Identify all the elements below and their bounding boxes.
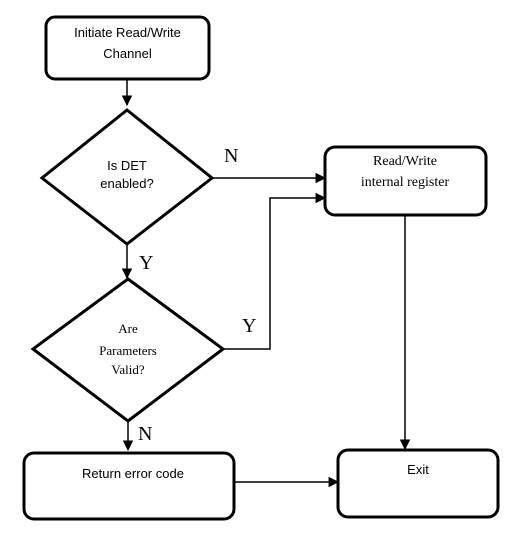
det-decision: Is DET enabled? bbox=[39, 108, 215, 246]
register-label-line2: internal register bbox=[361, 175, 450, 190]
det-diamond bbox=[39, 108, 215, 246]
edges bbox=[121, 79, 411, 488]
exit-label: Exit bbox=[407, 462, 429, 477]
initiate-node: Initiate Read/Write Channel bbox=[44, 15, 211, 81]
edge-label-params-no: N bbox=[138, 423, 152, 445]
params-label-line2: Parameters bbox=[99, 343, 157, 358]
edge-params-to-register bbox=[223, 192, 327, 350]
params-label-line1: Are bbox=[118, 321, 138, 336]
edge-label-params-yes: Y bbox=[242, 315, 256, 337]
edge-label-det-no: N bbox=[224, 145, 238, 167]
det-label-line2: enabled? bbox=[100, 176, 154, 191]
det-label-line1: Is DET bbox=[107, 158, 147, 173]
register-label-line1: Read/Write bbox=[373, 154, 437, 169]
initiate-box bbox=[44, 15, 211, 81]
exit-node: Exit bbox=[336, 448, 500, 519]
params-decision: Are Parameters Valid? bbox=[30, 277, 226, 423]
initiate-label-line2: Channel bbox=[103, 46, 152, 61]
exit-box bbox=[336, 448, 500, 519]
register-node: Read/Write internal register bbox=[323, 145, 488, 217]
register-box bbox=[323, 145, 488, 217]
error-node: Return error code bbox=[22, 451, 236, 521]
params-label-line3: Valid? bbox=[111, 362, 144, 377]
initiate-label-line1: Initiate Read/Write bbox=[74, 25, 181, 40]
edge-label-det-yes: Y bbox=[139, 252, 153, 274]
error-box bbox=[22, 451, 236, 521]
error-label: Return error code bbox=[82, 466, 184, 481]
params-diamond bbox=[30, 277, 226, 423]
